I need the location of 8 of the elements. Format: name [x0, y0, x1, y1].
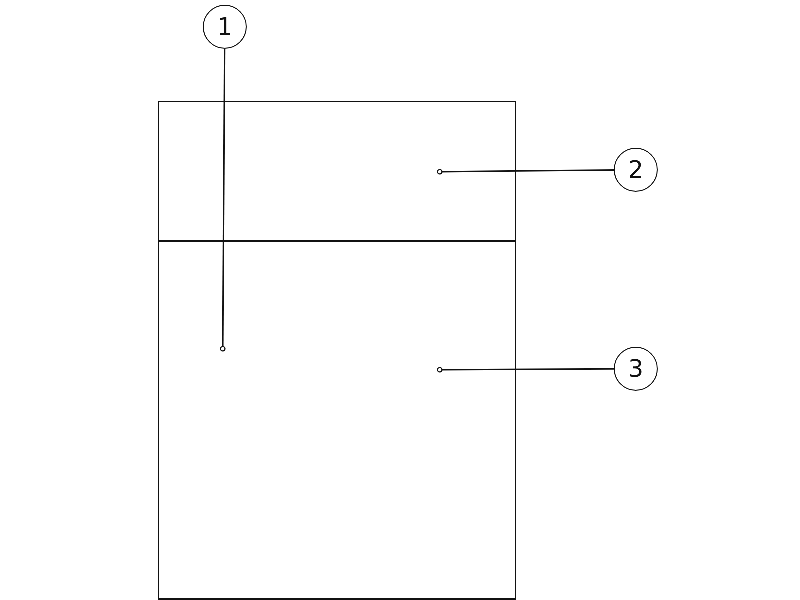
callout-number: 3 — [614, 347, 658, 391]
callout-number: 2 — [614, 148, 658, 192]
leader-line — [220, 49, 226, 352]
lower-section — [158, 240, 516, 600]
housing-body — [158, 101, 516, 599]
callout-number: 1 — [203, 5, 247, 49]
leader-line — [437, 367, 614, 373]
leader-line — [437, 169, 614, 175]
